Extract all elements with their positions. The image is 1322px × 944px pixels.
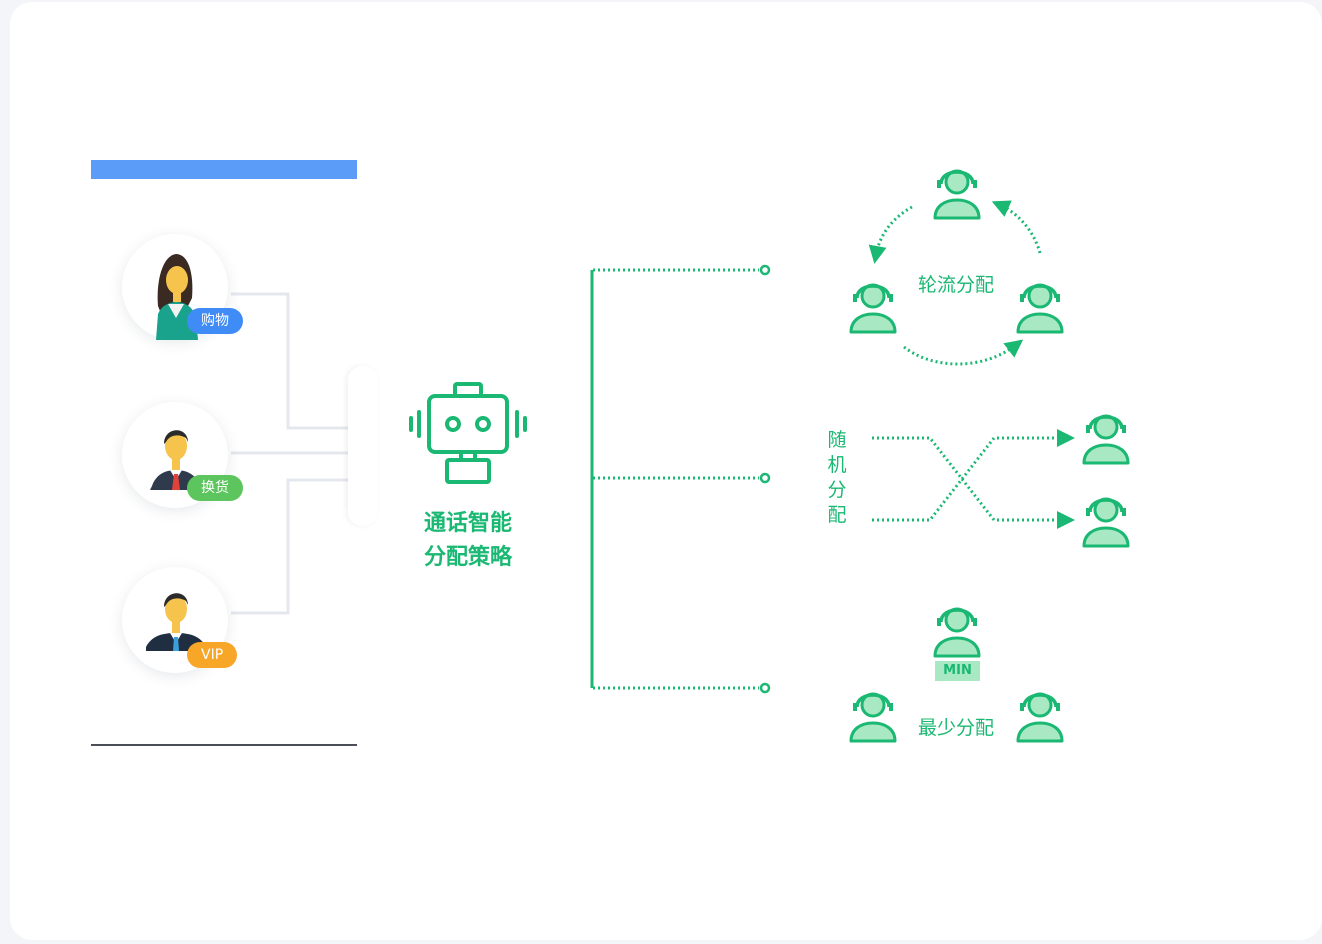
agent-headset-icon — [1082, 414, 1130, 465]
agent-headset-icon — [1016, 692, 1064, 743]
agent-headset-icon — [1082, 497, 1130, 548]
connector-lines — [231, 292, 357, 615]
branch-connector — [590, 264, 771, 694]
agent-headset-icon — [849, 283, 897, 334]
round-robin-arrows — [868, 200, 1042, 366]
tag-exchange: 换货 — [187, 475, 243, 501]
customer-exchange: 换货 — [122, 402, 243, 508]
random-cross-arrows — [872, 429, 1075, 529]
least-label: 最少分配 — [918, 717, 995, 739]
tag-exchange-label: 换货 — [201, 480, 229, 496]
agent-headset-icon — [933, 169, 981, 220]
random-label-char: 配 — [827, 504, 847, 526]
customer-shopping: 购物 — [122, 234, 243, 340]
min-badge: MIN — [935, 661, 980, 681]
female-customer-icon — [156, 254, 198, 340]
robot-title-line2: 分配策略 — [423, 545, 512, 570]
robot-title-line1: 通话智能 — [423, 511, 512, 536]
tag-vip: VIP — [187, 642, 238, 668]
vip-customer-icon — [146, 593, 206, 651]
robot-icon — [409, 382, 527, 484]
random-label-char: 随 — [827, 429, 847, 451]
random-label: 随 机 分 配 — [826, 428, 848, 528]
tag-shopping: 购物 — [187, 308, 243, 334]
diagram-card — [10, 2, 1322, 940]
panel-top-bar — [91, 160, 357, 179]
panel-edge — [348, 366, 378, 526]
agent-headset-icon — [849, 692, 897, 743]
agent-headset-icon — [933, 607, 981, 658]
round-robin-label: 轮流分配 — [918, 274, 995, 296]
random-label-char: 机 — [827, 454, 847, 476]
customer-vip: VIP — [122, 567, 238, 673]
panel-bottom-line — [91, 744, 357, 746]
random-label-char: 分 — [827, 479, 847, 501]
agent-headset-icon — [1016, 283, 1064, 334]
tag-vip-label: VIP — [201, 647, 224, 663]
tag-shopping-label: 购物 — [201, 313, 229, 329]
